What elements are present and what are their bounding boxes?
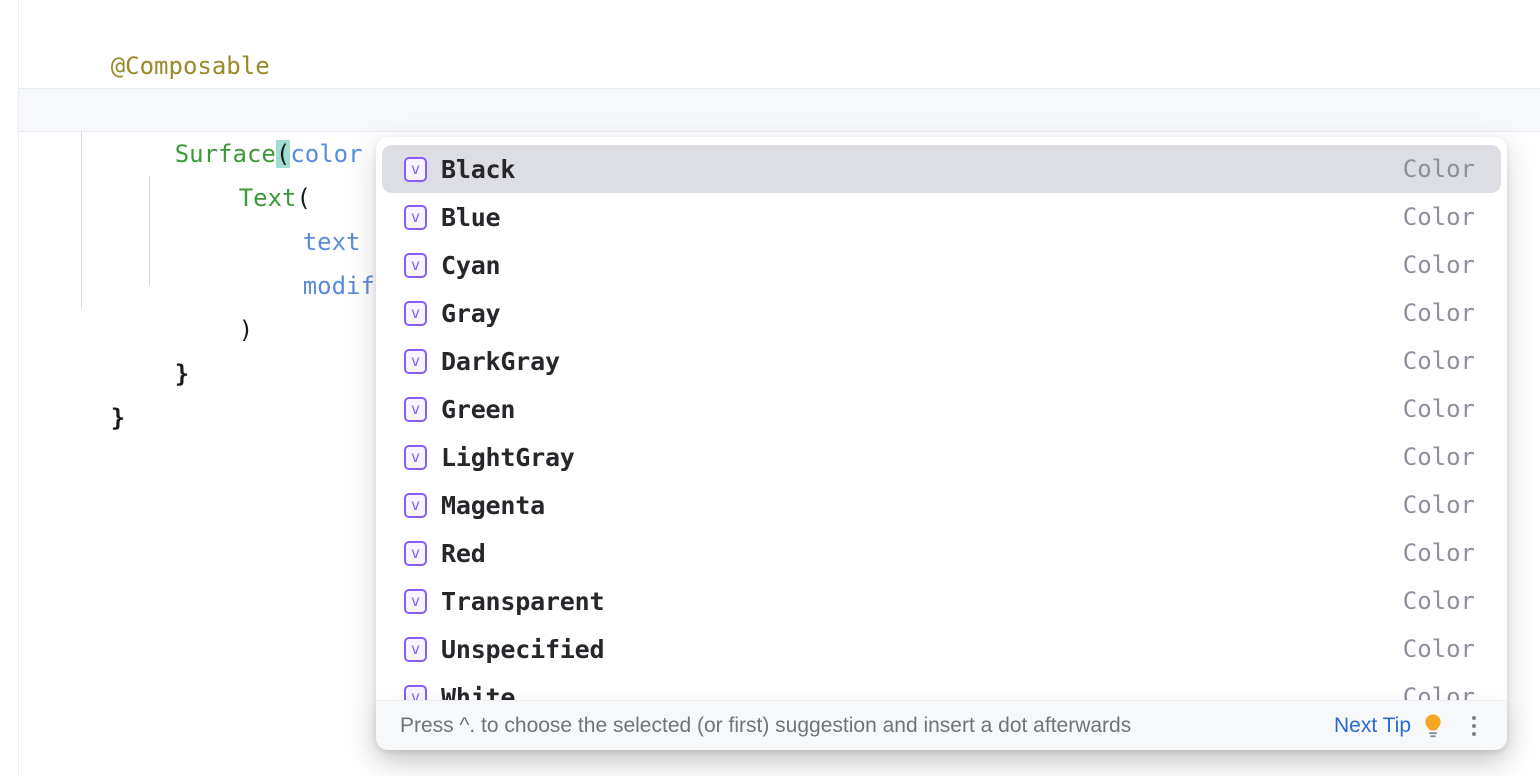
completion-item[interactable]: v Black Color: [382, 145, 1501, 193]
token-brace-close: }: [110, 404, 126, 432]
completion-item-type: Color: [1402, 347, 1475, 375]
completion-item[interactable]: v Cyan Color: [382, 241, 1501, 289]
code-line[interactable]: Text(: [19, 132, 1540, 212]
property-value-icon: v: [404, 540, 427, 566]
next-tip-link[interactable]: Next Tip: [1333, 713, 1411, 737]
property-value-icon: v: [404, 300, 427, 326]
completion-item-label: DarkGray: [441, 346, 560, 376]
indent-guide: [149, 176, 150, 286]
completion-item-type: Color: [1402, 395, 1475, 423]
code-line[interactable]: }: [19, 308, 1540, 388]
completion-item-type: Color: [1402, 443, 1475, 471]
token-brace-close: }: [174, 360, 190, 388]
completion-item-label: Gray: [441, 298, 501, 328]
code-line[interactable]: fun Greeting(name: String, modifier: Mod…: [19, 44, 1540, 124]
completion-item-type: Color: [1402, 635, 1475, 663]
completion-item[interactable]: v Magenta Color: [382, 481, 1501, 529]
kebab-dot: [1472, 731, 1476, 736]
token-paren: (: [296, 184, 311, 212]
token-annotation: @Composable: [110, 52, 270, 80]
property-value-icon: v: [404, 396, 427, 422]
property-value-icon: v: [404, 444, 427, 470]
completion-item-label: Cyan: [441, 250, 501, 280]
completion-item-type: Color: [1402, 491, 1475, 519]
completion-item-type: Color: [1402, 299, 1475, 327]
completion-item-label: Unspecified: [441, 634, 605, 664]
completion-item[interactable]: v LightGray Color: [382, 433, 1501, 481]
completion-item[interactable]: v Transparent Color: [382, 577, 1501, 625]
completion-tip-bar: Press ^. to choose the selected (or firs…: [376, 700, 1507, 750]
code-line-current[interactable]: Surface(color = Color.) {: [19, 88, 1540, 168]
property-value-icon: v: [404, 204, 427, 230]
completion-item-label: Red: [441, 538, 486, 568]
completion-item-label: Blue: [441, 202, 501, 232]
completion-item-type: Color: [1402, 587, 1475, 615]
completion-item-label: Magenta: [441, 490, 545, 520]
completion-item[interactable]: v DarkGray Color: [382, 337, 1501, 385]
completion-item-label: LightGray: [441, 442, 575, 472]
property-value-icon: v: [404, 156, 427, 182]
property-value-icon: v: [404, 636, 427, 662]
code-line[interactable]: @Composable: [19, 0, 1540, 80]
completion-item-label: Green: [441, 394, 516, 424]
indent-guide: [81, 132, 82, 308]
completion-item[interactable]: v Gray Color: [382, 289, 1501, 337]
token-paren-close: ): [238, 316, 254, 344]
kebab-dot: [1472, 715, 1476, 720]
completion-item-type: Color: [1402, 155, 1475, 183]
property-value-icon: v: [404, 492, 427, 518]
completion-item-type: Color: [1402, 203, 1475, 231]
code-line[interactable]: ): [19, 264, 1540, 344]
token-matching-paren-open: (: [275, 140, 291, 168]
lightbulb-icon[interactable]: [1421, 713, 1445, 739]
token-function-call: Text: [238, 184, 297, 212]
editor-gutter: [0, 0, 19, 776]
code-text-area[interactable]: @Composable fun Greeting(name: String, m…: [19, 0, 1540, 776]
completion-item-type: Color: [1402, 539, 1475, 567]
completion-item-label: Black: [441, 154, 516, 184]
property-value-icon: v: [404, 348, 427, 374]
kebab-dot: [1472, 723, 1476, 728]
property-value-icon: v: [404, 588, 427, 614]
kebab-menu-icon[interactable]: [1463, 713, 1485, 739]
tip-text: Press ^. to choose the selected (or firs…: [400, 713, 1132, 737]
completion-item-label: Transparent: [441, 586, 605, 616]
completion-item[interactable]: v Blue Color: [382, 193, 1501, 241]
completion-item[interactable]: v Unspecified Color: [382, 625, 1501, 673]
token-function-call: Surface: [174, 140, 276, 168]
token-parameter: text: [302, 228, 361, 256]
completion-item-type: Color: [1402, 251, 1475, 279]
property-value-icon: v: [404, 252, 427, 278]
completion-item[interactable]: v Green Color: [382, 385, 1501, 433]
code-line[interactable]: }: [19, 352, 1540, 432]
completion-item[interactable]: v Red Color: [382, 529, 1501, 577]
token-parameter: color: [290, 140, 363, 168]
